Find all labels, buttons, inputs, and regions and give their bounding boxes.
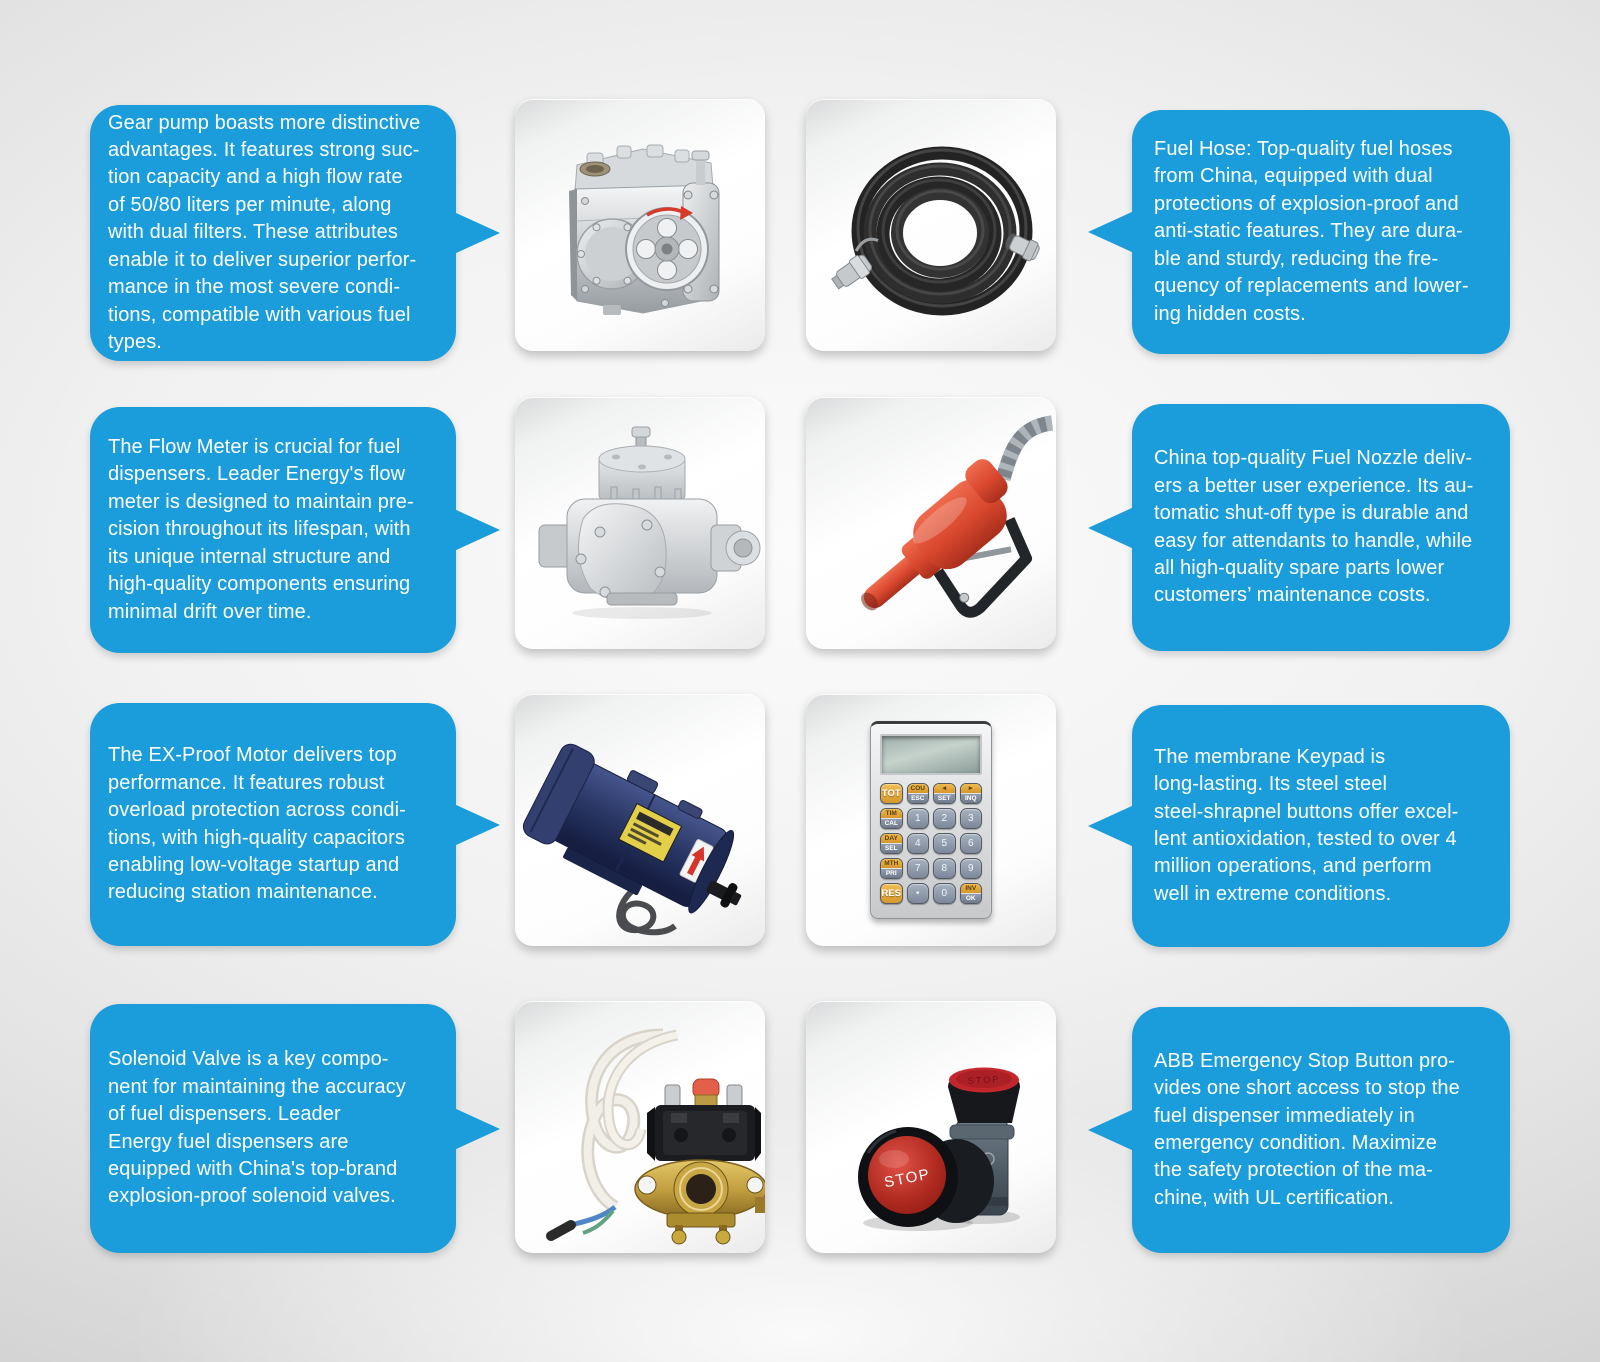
keypad-key-1: 1 [906,808,929,829]
key-top-label: MTH [881,859,902,868]
fuel-nozzle-image [861,415,1054,618]
keypad-key-8: 8 [933,858,956,879]
keypad-key-4: 4 [906,833,929,854]
keypad-key-res: RES [880,883,903,904]
callout-pointer-left-icon [1088,1109,1134,1151]
callout-fuel-nozzle: China top-quality Fuel Nozzle deliv- ers… [1088,404,1510,651]
keypad-key-tot: TOT [880,783,903,804]
callout-text: The EX-Proof Motor delivers top performa… [108,744,406,904]
product-card-ex-proof-motor [515,694,765,946]
callout-fuel-hose: Fuel Hose: Top-quality fuel hoses from C… [1088,110,1510,354]
product-card-flow-meter [515,397,765,649]
callout-membrane-keypad: The membrane Keypad is long-lasting. Its… [1088,705,1510,947]
fuel-hose-image [831,146,1040,316]
callout-text: Gear pump boasts more distinctive advant… [108,111,421,353]
key-top-label: TIM [881,809,902,818]
callout-pointer-right-icon [454,1107,500,1150]
callout-gear-pump: Gear pump boasts more distinctive advant… [90,105,500,361]
keypad-key-6: 6 [959,833,982,854]
keypad-key-5: 5 [933,833,956,854]
callout-text: The membrane Keypad is long-lasting. Its… [1154,745,1459,905]
keypad-key-left-set: ◄SET [933,783,956,804]
keypad-lcd-screen [880,734,982,775]
product-card-solenoid-valve [515,1001,765,1253]
callout-pointer-right-icon [454,803,500,846]
ex-proof-motor-image [522,743,742,936]
product-card-fuel-hose [806,99,1056,351]
callout-text: China top-quality Fuel Nozzle deliv- ers… [1154,447,1474,607]
callout-pointer-right-icon [454,509,500,551]
keypad-key-right-inq: ►INQ [959,783,982,804]
callout-pointer-left-icon [1088,805,1134,847]
key-top-label: COU [907,784,928,793]
key-bottom-label: SET [934,793,955,803]
callout-text: ABB Emergency Stop Button pro- vides one… [1154,1049,1460,1209]
key-bottom-label: OK [960,893,981,903]
callout-emergency-stop: ABB Emergency Stop Button pro- vides one… [1088,1007,1510,1253]
keypad-key-7: 7 [906,858,929,879]
callout-text: The Flow Meter is crucial for fuel dispe… [108,436,414,623]
product-card-gear-pump [515,99,765,351]
keypad-key-2: 2 [933,808,956,829]
keypad-key-3: 3 [959,808,982,829]
key-top-label: DAY [881,834,902,843]
product-card-emergency-stop: STOP STOP [806,1001,1056,1253]
callout-ex-proof-motor: The EX-Proof Motor delivers top performa… [90,703,500,946]
key-bottom-label: PRI [881,868,902,878]
keypad-key-0: 0 [933,883,956,904]
callout-pointer-left-icon [1088,506,1134,549]
solenoid-valve-image [546,1028,765,1245]
key-top-label: ◄ [934,784,955,793]
gear-pump-image [569,144,720,315]
keypad-key-9: 9 [959,858,982,879]
key-top-label: INV [960,884,981,893]
stop-top-label: STOP [968,1074,1001,1086]
key-bottom-label: CAL [881,818,902,828]
key-bottom-label: ESC [907,793,928,803]
callout-flow-meter: The Flow Meter is crucial for fuel dispe… [90,407,500,653]
callout-text: Solenoid Valve is a key compo- nent for … [108,1048,406,1208]
callout-pointer-right-icon [454,212,500,254]
key-bottom-label: INQ [960,793,981,803]
keypad-key-dot: • [906,883,929,904]
key-top-label: ► [960,784,981,793]
product-card-fuel-nozzle [806,397,1056,649]
flow-meter-image [538,426,761,619]
emergency-stop-button-image: STOP STOP [858,1067,1020,1231]
key-bottom-label: SEL [881,843,902,853]
callout-text: Fuel Hose: Top-quality fuel hoses from C… [1154,138,1469,325]
callout-solenoid-valve: Solenoid Valve is a key compo- nent for … [90,1004,500,1253]
callout-pointer-left-icon [1088,211,1134,253]
